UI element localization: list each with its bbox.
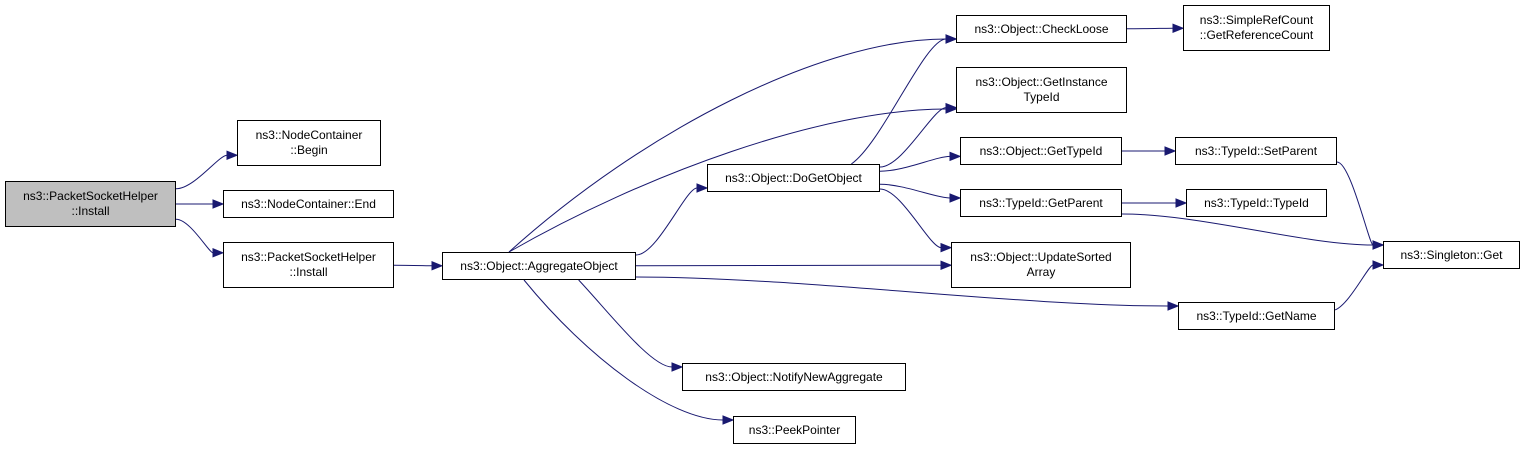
- node-label-line: ns3::Object::DoGetObject: [725, 170, 862, 185]
- edge-type-id-set-parent-to-singleton-get: [1336, 161, 1374, 246]
- node-label-line: ns3::PacketSocketHelper: [241, 250, 376, 264]
- node-type-id-set-parent[interactable]: ns3::TypeId::SetParent: [1175, 137, 1337, 165]
- edge-packet-socket-helper-install-root-to-packet-socket-helper-install: [175, 218, 214, 254]
- node-label-line: ns3::Singleton::Get: [1400, 247, 1503, 262]
- node-singleton-get[interactable]: ns3::Singleton::Get: [1383, 241, 1520, 269]
- node-packet-socket-helper-install-root[interactable]: ns3::PacketSocketHelper ::Install: [5, 181, 176, 227]
- node-object-get-instance-type-id[interactable]: ns3::Object::GetInstance TypeId: [956, 67, 1127, 113]
- node-label-line: TypeId: [1023, 90, 1060, 104]
- edge-object-aggregate-object-to-object-get-instance-type-id: [508, 108, 947, 253]
- node-object-aggregate-object[interactable]: ns3::Object::AggregateObject: [442, 252, 636, 280]
- node-label-line: ns3::PeekPointer: [748, 422, 841, 437]
- edge-arrowhead: [945, 34, 958, 44]
- node-label-line: ns3::TypeId::GetName: [1196, 308, 1317, 323]
- edge-type-id-get-parent-to-singleton-get: [1121, 213, 1374, 246]
- node-label-line: ns3::Object::NotifyNewAggregate: [705, 369, 883, 384]
- node-label-line: ns3::Object::GetTypeId: [979, 143, 1103, 158]
- node-object-update-sorted-array[interactable]: ns3::Object::UpdateSorted Array: [951, 242, 1131, 288]
- edge-arrowhead: [722, 415, 735, 425]
- edge-arrowhead: [212, 199, 225, 209]
- edge-arrowhead: [696, 183, 709, 193]
- node-label-line: ns3::Object::AggregateObject: [460, 258, 618, 273]
- edge-arrowhead: [226, 150, 239, 160]
- edge-object-aggregate-object-to-object-notify-new-aggregate: [578, 279, 673, 368]
- node-label-line: Array: [1026, 265, 1056, 279]
- edge-arrowhead: [1172, 23, 1185, 33]
- edge-object-aggregate-object-to-object-update-sorted-array: [635, 264, 942, 267]
- node-label-line: ns3::TypeId::TypeId: [1204, 195, 1309, 210]
- edge-object-do-get-object-to-object-get-type-id: [879, 155, 951, 172]
- edge-object-check-loose-to-simple-ref-count-get-reference-count: [1126, 27, 1174, 30]
- node-label-line: ns3::Object::GetInstance: [975, 75, 1108, 89]
- node-label-line: ns3::Object::CheckLoose: [974, 21, 1109, 36]
- node-object-notify-new-aggregate[interactable]: ns3::Object::NotifyNewAggregate: [682, 363, 906, 391]
- node-node-container-end[interactable]: ns3::NodeContainer::End: [223, 190, 394, 218]
- edge-packet-socket-helper-install-root-to-node-container-begin: [175, 154, 228, 190]
- node-peek-pointer[interactable]: ns3::PeekPointer: [733, 416, 856, 444]
- edge-arrowhead: [949, 193, 962, 203]
- edge-arrowhead: [1175, 198, 1188, 208]
- edge-object-aggregate-object-to-object-check-loose: [508, 38, 947, 253]
- node-packet-socket-helper-install[interactable]: ns3::PacketSocketHelper ::Install: [223, 242, 394, 288]
- edge-object-do-get-object-to-object-get-instance-type-id: [879, 107, 947, 168]
- edge-object-do-get-object-to-object-update-sorted-array: [879, 188, 942, 249]
- node-type-id-get-name[interactable]: ns3::TypeId::GetName: [1178, 302, 1335, 330]
- edge-arrowhead: [1372, 260, 1385, 270]
- node-label-line: ns3::Object::UpdateSorted: [970, 250, 1112, 264]
- edge-arrowhead: [431, 261, 444, 271]
- edge-arrowhead: [949, 151, 962, 162]
- node-label-line: ns3::PacketSocketHelper: [23, 189, 158, 203]
- node-label-line: ::Install: [71, 204, 110, 218]
- edge-arrowhead: [671, 362, 684, 372]
- node-label-line: ::Install: [289, 265, 328, 279]
- edge-arrowhead: [940, 260, 953, 270]
- node-type-id-get-parent[interactable]: ns3::TypeId::GetParent: [960, 189, 1122, 217]
- edge-object-aggregate-object-to-object-do-get-object: [635, 187, 698, 256]
- node-type-id-type-id[interactable]: ns3::TypeId::TypeId: [1186, 189, 1327, 217]
- edge-arrowhead: [1372, 240, 1385, 250]
- edge-object-do-get-object-to-type-id-get-parent: [879, 183, 951, 199]
- node-label-line: ns3::TypeId::SetParent: [1194, 143, 1318, 158]
- node-label-line: ns3::NodeContainer::End: [241, 196, 376, 211]
- node-label-line: ::Begin: [290, 143, 328, 157]
- edge-object-do-get-object-to-object-check-loose: [851, 38, 947, 165]
- node-label-line: ns3::SimpleRefCount: [1199, 13, 1314, 27]
- node-label-line: ::GetReferenceCount: [1199, 28, 1314, 42]
- node-object-check-loose[interactable]: ns3::Object::CheckLoose: [956, 15, 1127, 43]
- node-label-line: ns3::NodeContainer: [255, 128, 363, 142]
- edge-arrowhead: [945, 102, 958, 113]
- edge-arrowhead: [1167, 301, 1180, 311]
- edge-arrowhead: [940, 242, 953, 253]
- node-object-do-get-object[interactable]: ns3::Object::DoGetObject: [707, 164, 880, 192]
- node-label-line: ns3::TypeId::GetParent: [979, 195, 1103, 210]
- edge-type-id-get-name-to-singleton-get: [1334, 264, 1374, 311]
- node-object-get-type-id[interactable]: ns3::Object::GetTypeId: [960, 137, 1122, 165]
- node-simple-ref-count-get-reference-count[interactable]: ns3::SimpleRefCount ::GetReferenceCount: [1183, 5, 1330, 51]
- edge-packet-socket-helper-install-to-object-aggregate-object: [393, 264, 433, 267]
- edge-arrowhead: [1164, 146, 1177, 156]
- edge-object-aggregate-object-to-type-id-get-name: [635, 276, 1169, 307]
- node-node-container-begin[interactable]: ns3::NodeContainer ::Begin: [237, 120, 381, 166]
- edge-arrowhead: [212, 248, 225, 258]
- edge-object-aggregate-object-to-peek-pointer: [523, 279, 724, 421]
